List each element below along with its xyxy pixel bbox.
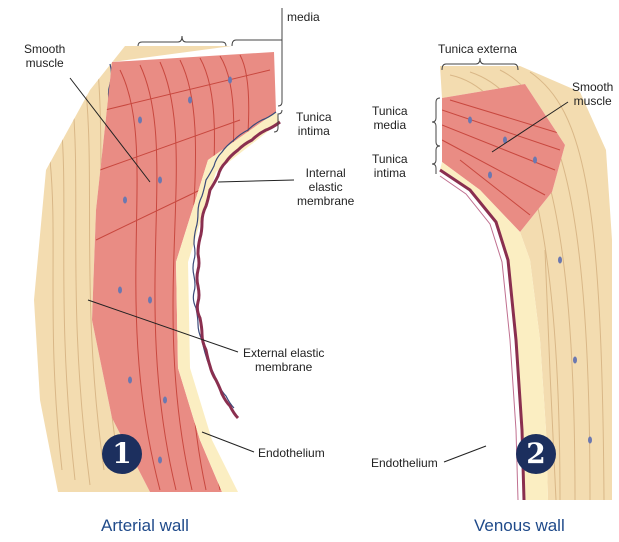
label-line: Tunica xyxy=(372,104,408,118)
label-line: muscle xyxy=(572,94,613,108)
label-line: Tunica xyxy=(296,110,332,124)
label-tunica-externa: Tunica externa xyxy=(438,42,517,56)
label-line: membrane xyxy=(297,194,354,208)
label-line: Internal xyxy=(297,166,354,180)
label-external-elastic-membrane: External elastic membrane xyxy=(243,346,324,374)
badge-venous: 2 xyxy=(516,434,556,474)
label-line: membrane xyxy=(243,360,324,374)
label-media: media xyxy=(287,10,320,24)
venous-wall-illustration xyxy=(440,66,612,500)
label-tunica-intima-arterial: Tunica intima xyxy=(296,110,332,138)
label-line: External elastic xyxy=(243,346,324,360)
caption-arterial-wall: Arterial wall xyxy=(101,516,189,536)
label-line: Tunica xyxy=(372,152,408,166)
label-endothelium-arterial: Endothelium xyxy=(258,446,325,460)
label-tunica-media-venous: Tunica media xyxy=(372,104,408,132)
label-endothelium-venous: Endothelium xyxy=(371,456,438,470)
label-tunica-intima-venous: Tunica intima xyxy=(372,152,408,180)
label-line: intima xyxy=(372,166,408,180)
badge-arterial: 1 xyxy=(102,434,142,474)
label-smooth-muscle-arterial: Smooth muscle xyxy=(24,42,65,70)
label-smooth-muscle-venous: Smooth muscle xyxy=(572,80,613,108)
label-line: Smooth xyxy=(572,80,613,94)
label-line: media xyxy=(372,118,408,132)
arterial-wall-illustration xyxy=(34,46,280,492)
caption-venous-wall: Venous wall xyxy=(474,516,565,536)
label-line: intima xyxy=(296,124,332,138)
label-internal-elastic-membrane: Internal elastic membrane xyxy=(297,166,354,208)
label-line: muscle xyxy=(24,56,65,70)
label-line: elastic xyxy=(297,180,354,194)
label-line: Smooth xyxy=(24,42,65,56)
